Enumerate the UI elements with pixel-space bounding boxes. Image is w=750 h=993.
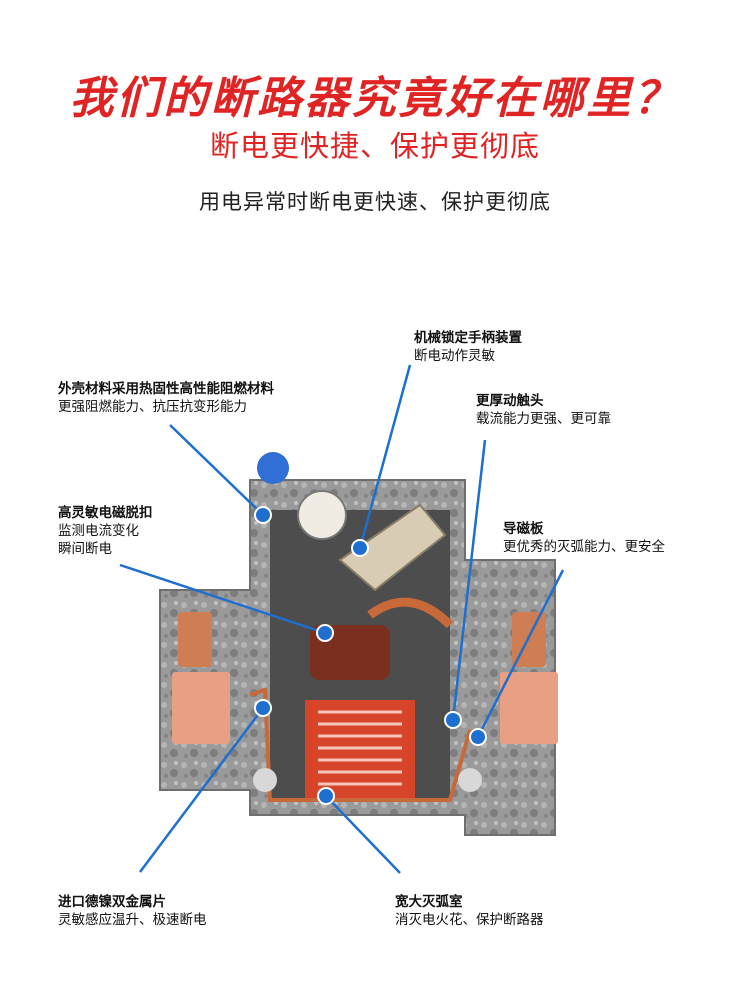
callout-desc: 更强阻燃能力、抗压抗变形能力 xyxy=(58,399,247,415)
marker-handle xyxy=(351,539,369,557)
callout-title: 进口德镍双金属片 xyxy=(58,894,166,910)
subheadline: 断电更快捷、保护更彻底 xyxy=(209,129,540,163)
marker-trip xyxy=(316,624,334,642)
headline: 我们的断路器究竟好在哪里？ xyxy=(69,73,681,124)
callout-magnet-plate: 导磁板 更优秀的灭弧能力、更安全 xyxy=(503,520,665,556)
handle-knob xyxy=(257,452,289,484)
handle-pivot xyxy=(297,490,347,540)
callout-desc: 监测电流变化 xyxy=(58,523,139,539)
callout-desc: 载流能力更强、更可靠 xyxy=(476,411,611,427)
callout-title: 外壳材料采用热固性高性能阻燃材料 xyxy=(58,381,274,397)
callout-handle-lock: 机械锁定手柄装置 断电动作灵敏 xyxy=(414,329,522,365)
tagline: 用电异常时断电更快速、保护更彻底 xyxy=(199,190,551,214)
callout-title: 更厚动触头 xyxy=(476,393,544,409)
marker-bimetal xyxy=(254,699,272,717)
callout-title: 高灵敏电磁脱扣 xyxy=(58,505,153,521)
callout-housing: 外壳材料采用热固性高性能阻燃材料 更强阻燃能力、抗压抗变形能力 xyxy=(58,380,274,416)
callout-contact: 更厚动触头 载流能力更强、更可靠 xyxy=(476,392,611,428)
callout-arc-chamber: 宽大灭弧室 消灭电火花、保护断路器 xyxy=(395,893,544,929)
right-terminal-clamp xyxy=(500,672,558,744)
copper-braid xyxy=(367,597,454,629)
copper-rail xyxy=(249,687,472,802)
callout-title: 导磁板 xyxy=(503,521,544,537)
callout-desc: 断电动作灵敏 xyxy=(414,348,495,364)
marker-contact xyxy=(444,711,462,729)
callout-desc: 更优秀的灭弧能力、更安全 xyxy=(503,539,665,555)
marker-housing xyxy=(254,506,272,524)
callout-desc: 灵敏感应温升、极速断电 xyxy=(58,912,207,928)
callout-title: 宽大灭弧室 xyxy=(395,894,463,910)
callout-title: 机械锁定手柄装置 xyxy=(414,330,522,346)
callout-desc: 消灭电火花、保护断路器 xyxy=(395,912,544,928)
mechanism-arm xyxy=(338,503,447,592)
left-terminal-screw xyxy=(178,612,212,667)
callout-bimetal: 进口德镍双金属片 灵敏感应温升、极速断电 xyxy=(58,893,207,929)
marker-magnet-plate xyxy=(469,728,487,746)
callout-desc: 瞬间断电 xyxy=(58,541,112,557)
callout-trip: 高灵敏电磁脱扣 监测电流变化 瞬间断电 xyxy=(58,504,153,558)
left-terminal-clamp xyxy=(172,672,230,744)
marker-arc-chamber xyxy=(317,787,335,805)
